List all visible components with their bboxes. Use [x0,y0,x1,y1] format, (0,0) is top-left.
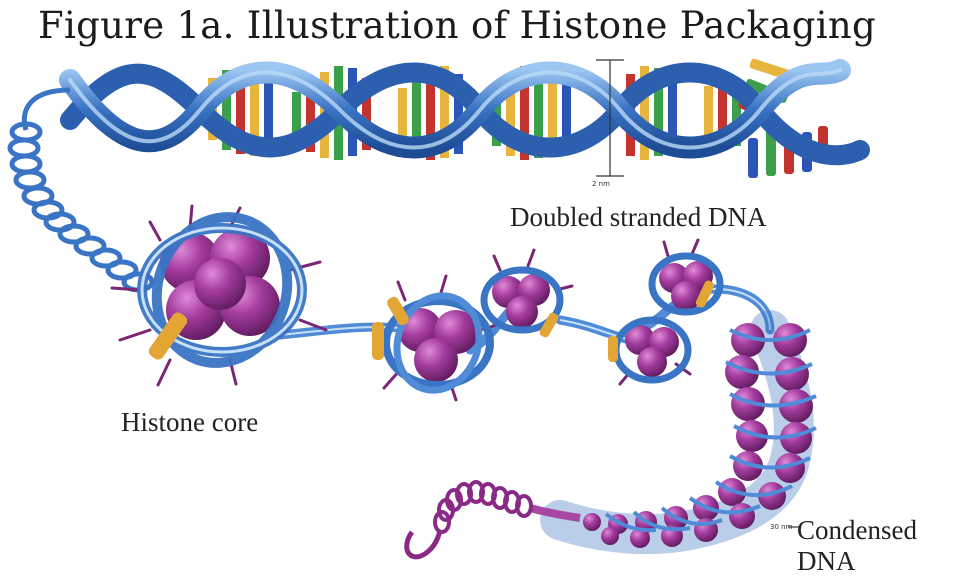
dna-double-helix [70,70,860,155]
scale-label-30nm: 30 nm [770,523,792,531]
label-histone-core: Histone core [121,407,258,438]
nucleosome-small-2 [652,240,720,312]
label-double-stranded-dna: Doubled stranded DNA [510,202,766,233]
nucleosome-medium [372,276,500,402]
nucleosome-small-3 [608,320,690,384]
nucleosome-small-1 [484,250,572,339]
scale-label-2nm: 2 nm [592,180,610,188]
nucleosome-large [112,199,326,385]
label-condensed: Condensed [797,515,917,546]
label-condensed-dna: DNA [797,546,856,577]
